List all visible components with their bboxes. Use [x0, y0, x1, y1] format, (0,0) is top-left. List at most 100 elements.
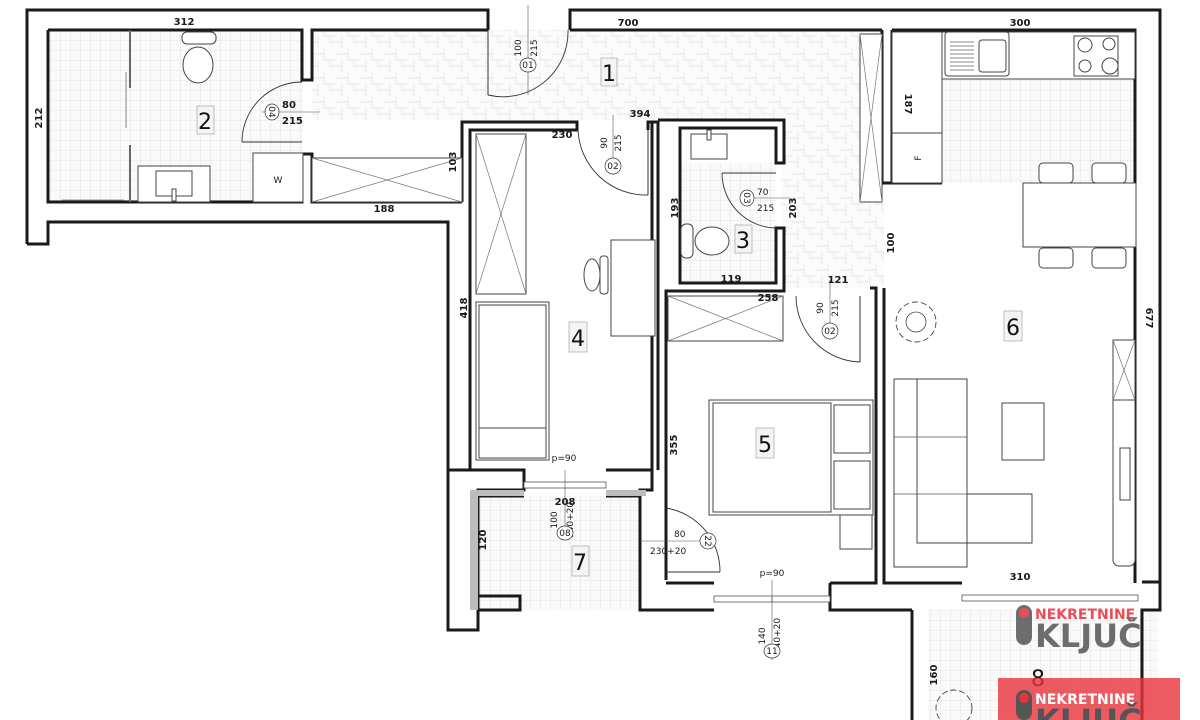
svg-text:100: 100 — [550, 511, 560, 528]
room-label-4: 4 — [568, 321, 588, 353]
svg-text:230+20: 230+20 — [650, 547, 686, 557]
loggia-wall-shade-right — [606, 490, 646, 496]
svg-text:188: 188 — [374, 204, 395, 215]
dining-table — [1022, 182, 1137, 248]
svg-text:203: 203 — [788, 198, 799, 219]
svg-text:140+20: 140+20 — [773, 618, 783, 654]
door-01: 100 215 01 — [487, 5, 569, 98]
sofa — [893, 378, 1033, 568]
svg-text:2: 2 — [198, 110, 212, 135]
loggia-wall-shade-top — [470, 490, 524, 496]
watermark-logo-bottom: NEKRETNINE KLJUČ — [998, 678, 1180, 720]
window-room-6 — [961, 594, 1139, 602]
tv-unit — [1112, 339, 1136, 567]
svg-text:208: 208 — [555, 497, 576, 508]
room-7-floor — [478, 496, 640, 610]
svg-text:120: 120 — [478, 530, 489, 551]
shower-partition — [62, 30, 131, 202]
svg-text:6: 6 — [1006, 316, 1020, 341]
room-label-1: 1 — [600, 57, 618, 87]
washer-box: W — [252, 152, 304, 203]
svg-text:215: 215 — [831, 299, 841, 316]
room-label-6: 6 — [1003, 310, 1023, 342]
svg-text:04: 04 — [266, 106, 276, 118]
svg-text:230: 230 — [552, 130, 573, 141]
window-08-tag: 100 140+20 08 — [550, 470, 576, 541]
svg-text:193: 193 — [670, 198, 681, 219]
svg-text:KLJUČ: KLJUČ — [1035, 616, 1142, 655]
svg-text:3: 3 — [736, 229, 750, 254]
toilet-3-sink — [690, 129, 728, 160]
chair-icon — [583, 255, 609, 295]
svg-text:90: 90 — [816, 302, 826, 314]
svg-text:08: 08 — [559, 529, 571, 539]
svg-text:215: 215 — [530, 39, 540, 56]
svg-text:p=90: p=90 — [760, 569, 785, 579]
svg-text:p=90: p=90 — [552, 454, 577, 464]
svg-text:103: 103 — [448, 152, 459, 173]
svg-text:394: 394 — [630, 109, 651, 120]
fridge-box: F — [891, 132, 943, 184]
svg-text:7: 7 — [573, 551, 587, 576]
svg-text:215: 215 — [757, 204, 774, 214]
svg-text:80: 80 — [674, 530, 686, 540]
room-label-7: 7 — [571, 545, 590, 577]
svg-text:215: 215 — [614, 134, 624, 151]
svg-text:187: 187 — [902, 94, 913, 115]
plant-icon — [895, 301, 937, 343]
toilet-3-icon — [680, 223, 730, 259]
svg-text:140+20: 140+20 — [566, 502, 576, 538]
room-label-5: 5 — [755, 427, 775, 459]
svg-text:NEKRETNINE: NEKRETNINE — [1035, 607, 1135, 623]
svg-text:700: 700 — [618, 18, 639, 29]
svg-text:677: 677 — [1143, 308, 1154, 329]
loggia-wall-shade — [470, 490, 478, 610]
double-bed — [708, 399, 874, 550]
svg-text:140: 140 — [758, 627, 768, 644]
wardrobe-room-4 — [475, 133, 527, 295]
svg-text:22: 22 — [702, 535, 712, 546]
door-22: 80 230+20 22 — [640, 507, 721, 573]
window-11-tag: 140 140+20 11 — [758, 580, 783, 660]
room-1-floor — [312, 30, 882, 120]
room-label-2: 2 — [196, 105, 215, 135]
svg-text:KLJUČ: KLJUČ — [1035, 701, 1142, 720]
svg-text:5: 5 — [758, 433, 772, 458]
dining-chairs — [1038, 162, 1127, 269]
washer-label: W — [274, 176, 283, 186]
svg-text:90: 90 — [600, 137, 610, 149]
svg-text:100: 100 — [514, 39, 524, 56]
cooktop-icon — [1073, 35, 1119, 77]
toilet-icon — [181, 31, 217, 84]
svg-text:215: 215 — [282, 116, 303, 127]
svg-text:1: 1 — [602, 62, 616, 87]
svg-text:160: 160 — [929, 665, 940, 686]
svg-text:02: 02 — [824, 327, 835, 337]
wardrobe-room-5 — [667, 295, 784, 342]
door-04: 04 80 215 — [241, 81, 320, 143]
kitchen-sink-icon — [944, 31, 1010, 77]
door-02-room4: 90 215 02 — [577, 115, 649, 196]
svg-text:119: 119 — [721, 274, 742, 285]
svg-text:310: 310 — [1010, 572, 1031, 583]
svg-text:11: 11 — [766, 647, 777, 657]
desk — [610, 239, 656, 337]
door-02-room5: 90 215 02 — [795, 280, 861, 363]
svg-text:300: 300 — [1010, 18, 1031, 29]
door-03: 03 70 215 — [721, 172, 790, 229]
svg-text:70: 70 — [757, 188, 769, 198]
dimension-labels: 312 212 700 300 394 230 103 188 187 193 … — [34, 17, 1154, 685]
fridge-label: F — [914, 155, 924, 160]
svg-text:NEKRETNINE: NEKRETNINE — [1035, 692, 1135, 708]
watermark-logo-top: NEKRETNINE KLJUČ — [1016, 605, 1142, 655]
svg-text:312: 312 — [174, 17, 195, 28]
single-bed — [475, 301, 550, 461]
sink-icon — [137, 165, 211, 203]
svg-text:418: 418 — [459, 298, 470, 319]
svg-text:01: 01 — [522, 61, 533, 71]
svg-text:100: 100 — [886, 233, 897, 254]
coffee-table — [1001, 402, 1045, 461]
wardrobe-hall — [311, 157, 463, 203]
svg-text:258: 258 — [758, 293, 779, 304]
